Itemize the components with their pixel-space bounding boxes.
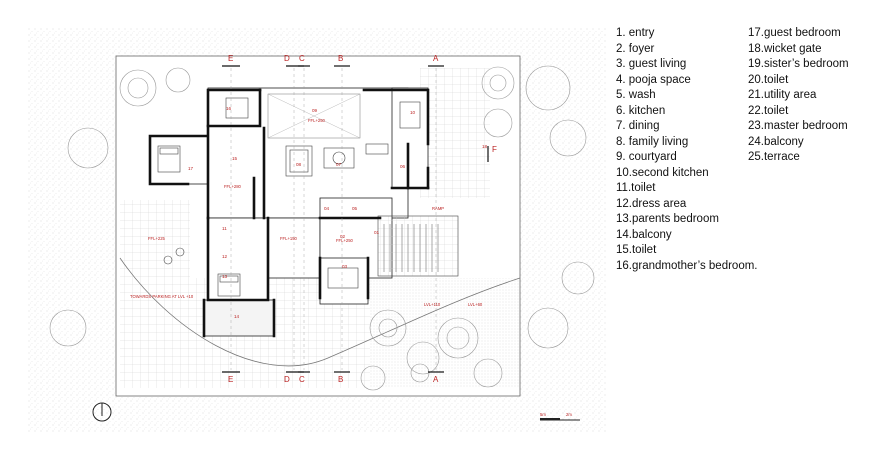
- legend-item: 21.utility area: [748, 89, 817, 101]
- legend-item: 5. wash: [616, 89, 656, 101]
- legend-item: 17.guest bedroom: [748, 27, 841, 39]
- courtyard-void: [267, 93, 361, 139]
- legend-item: 8. family living: [616, 135, 689, 148]
- level-ffl-mid: FFL+250: [336, 238, 354, 243]
- north-arrow-icon: [92, 402, 112, 422]
- section-markers: [222, 65, 489, 373]
- room-label-05: 05: [352, 206, 358, 211]
- room-label-06: 06: [400, 164, 406, 169]
- legend-column-1: 1. entry 2. foyer 3. guest living 4. poo…: [616, 26, 758, 274]
- left-terrace: [120, 200, 190, 278]
- level-ffl-225: FFL+225: [148, 236, 166, 241]
- section-dash-lines: [230, 68, 437, 370]
- room-label-12: 12: [222, 254, 228, 259]
- legend-item: 14.balcony: [616, 228, 672, 241]
- room-label-16: 16: [226, 106, 232, 111]
- section-label-bottom-c: C: [299, 375, 305, 384]
- section-label-top-a: A: [433, 54, 439, 63]
- level-ffl-150: FFL+150: [280, 236, 298, 241]
- front-lawn: [370, 278, 520, 388]
- garden-path: [119, 257, 521, 367]
- room-label-01: 01: [374, 230, 380, 235]
- section-label-bottom-a: A: [433, 375, 439, 384]
- legend-item: 12.dress area: [616, 197, 687, 210]
- scale-label-0: 5m: [540, 412, 546, 417]
- house-footprint: [149, 87, 459, 337]
- scale-label-1: 2m: [566, 412, 572, 417]
- room-label-04: 04: [324, 206, 330, 211]
- legend-item: 25.terrace: [748, 151, 800, 163]
- section-label-side-f: F: [492, 145, 497, 154]
- legend-item: 11.toilet: [616, 182, 656, 194]
- legend-item: 18.wicket gate: [748, 42, 822, 55]
- right-deck: [420, 68, 490, 198]
- room-label-14: 14: [234, 314, 240, 319]
- trees: [49, 65, 595, 391]
- room-label-13: 13: [222, 274, 228, 279]
- legend-item: 20.toilet: [748, 73, 789, 86]
- room-label-10: 10: [410, 110, 416, 115]
- room-label-08: 08: [296, 162, 302, 167]
- walls: [148, 88, 430, 338]
- section-label-bottom-d: D: [284, 375, 290, 384]
- legend-item: 3. guest living: [616, 58, 687, 70]
- legend-column-2: 17.guest bedroom 18.wicket gate 19.siste…: [748, 26, 849, 166]
- room-label-11: 11: [222, 226, 227, 231]
- legend-item: 6. kitchen: [616, 104, 666, 117]
- section-label-top-e: E: [228, 54, 233, 63]
- legend-item: 15.toilet: [616, 244, 657, 256]
- room-label-02: 02: [340, 234, 346, 239]
- legend-item: 4. pooja space: [616, 73, 691, 86]
- level-lvl-110: LVL+110: [424, 302, 441, 307]
- section-label-top-b: B: [338, 54, 343, 63]
- room-label-15: 15: [232, 156, 238, 161]
- furniture: [157, 97, 421, 297]
- level-lvl-60: LVL+60: [468, 302, 483, 307]
- legend-item: 13.parents bedroom: [616, 213, 719, 225]
- section-label-top-d: D: [284, 54, 290, 63]
- legend-item: 2. foyer: [616, 42, 655, 55]
- legend-item: 7. dining: [616, 120, 660, 132]
- stairs: [383, 224, 439, 272]
- room-label-07: 07: [336, 162, 342, 167]
- room-label-17: 17: [188, 166, 194, 171]
- scale-bar: 5m 2m: [540, 412, 580, 421]
- legend-item: 23.master bedroom: [748, 120, 848, 132]
- ramp-label: RAMP: [432, 206, 444, 211]
- legend-item: 24.balcony: [748, 135, 804, 148]
- floor-plan: E D C B A E D C B A F 01 02 03 04 05 06 …: [28, 28, 606, 432]
- room-label-18: 18: [482, 144, 488, 149]
- section-label-top-c: C: [299, 54, 305, 63]
- level-ffl-280: FFL+280: [224, 184, 242, 189]
- room-label-09: 09: [312, 108, 318, 113]
- legend-item: 19.sister’s bedroom: [748, 58, 849, 70]
- section-label-bottom-e: E: [228, 375, 233, 384]
- section-label-bottom-b: B: [338, 375, 343, 384]
- legend-item: 22.toilet: [748, 104, 789, 117]
- level-ffl-top: FFL+250: [308, 118, 326, 123]
- legend-item: 9. courtyard: [616, 151, 677, 163]
- courtyard-diagonals: [267, 93, 361, 139]
- room-label-03: 03: [342, 264, 348, 269]
- legend-item: 1. entry: [616, 27, 655, 39]
- legend-item: 16.grandmother’s bedroom.: [616, 259, 758, 272]
- legend-item: 10.second kitchen: [616, 166, 709, 179]
- parking-note: TOWARDS PARKING AT LVL +10: [130, 294, 194, 299]
